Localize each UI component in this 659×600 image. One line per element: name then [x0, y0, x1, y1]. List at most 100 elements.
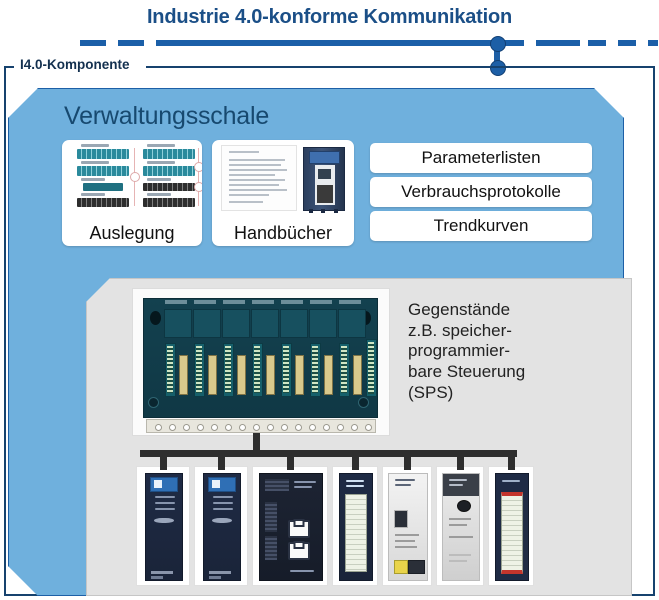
rack-connector	[165, 343, 176, 397]
rack-connector-secondary	[324, 355, 333, 395]
bus-node-top-icon	[490, 36, 506, 52]
module-card[interactable]	[252, 466, 328, 586]
cpu-module-1	[145, 473, 183, 581]
rack-connector-secondary	[179, 355, 188, 395]
objects-caption-line: Gegenstände	[408, 300, 511, 319]
manual-page-icon	[221, 145, 297, 211]
card-auslegung-label: Auslegung	[89, 223, 175, 243]
rail-hole	[337, 424, 344, 431]
rack-slot	[251, 309, 279, 338]
rack-connector-secondary	[266, 355, 275, 395]
rack-slot-tab	[194, 300, 216, 304]
list-item-label: Parameterlisten	[421, 148, 541, 167]
card-handbuecher[interactable]: Handbücher	[212, 140, 354, 246]
rack-connector	[223, 343, 234, 397]
rail-hole	[253, 424, 260, 431]
rack-connector-secondary	[353, 355, 362, 395]
rack-slot-tab	[281, 300, 303, 304]
handbuecher-art	[217, 144, 349, 213]
objects-caption-line: bare Steuerung	[408, 362, 526, 382]
card-auslegung[interactable]: Auslegung	[62, 140, 202, 246]
bus-tree-bar	[140, 450, 517, 457]
cpu-module-2	[203, 473, 241, 581]
bus-tree-drop	[351, 456, 359, 470]
bus-tree-drop	[507, 456, 515, 470]
list-item-label: Verbrauchsprotokolle	[401, 182, 561, 201]
rack-slot-tab	[223, 300, 245, 304]
bus-tree-drop	[403, 456, 411, 470]
rail-hole	[323, 424, 330, 431]
rail-hole	[183, 424, 190, 431]
list-item-verbrauchsprotokolle[interactable]: Verbrauchsprotokolle	[370, 177, 592, 207]
bus-tree-drop	[159, 456, 167, 470]
control-cabinet-icon	[303, 147, 345, 213]
rack-connector	[310, 343, 321, 397]
objects-caption-line: programmier-	[408, 341, 511, 361]
objects-caption-line: z.B. speicher-	[408, 320, 512, 340]
rack-slot-tab	[165, 300, 187, 304]
module-card[interactable]	[488, 466, 534, 586]
rail-hole	[365, 424, 372, 431]
rail-hole	[295, 424, 302, 431]
rack-connector	[194, 343, 205, 397]
analog-module	[442, 473, 480, 581]
rack-slot	[338, 309, 366, 338]
rail-hole	[169, 424, 176, 431]
module-card[interactable]	[436, 466, 484, 586]
communication-module	[259, 473, 323, 581]
communication-bus-dashed-right	[558, 40, 658, 46]
power-supply-module	[388, 473, 428, 581]
auslegung-art	[67, 144, 202, 210]
rack-slot	[193, 309, 221, 338]
rail-hole	[281, 424, 288, 431]
module-card[interactable]	[332, 466, 378, 586]
auslegung-column-left	[75, 144, 133, 210]
list-item-parameterlisten[interactable]: Parameterlisten	[370, 143, 592, 173]
rack-slot-tab	[310, 300, 332, 304]
auslegung-column-right	[141, 144, 199, 210]
bus-tree-drop	[456, 456, 464, 470]
rack-slot-tab	[339, 300, 361, 304]
rail-hole	[267, 424, 274, 431]
bus-tree-stem	[253, 433, 260, 451]
bus-node-bottom-icon	[490, 60, 506, 76]
card-handbuecher-label: Handbücher	[233, 223, 333, 243]
rack-slot	[309, 309, 337, 338]
list-item-trendkurven[interactable]: Trendkurven	[370, 211, 592, 241]
rack-slot	[164, 309, 192, 338]
bus-connector-stem	[494, 43, 500, 67]
module-card[interactable]	[382, 466, 432, 586]
rail-hole	[239, 424, 246, 431]
rack-connector	[339, 343, 350, 397]
shell-title: Verwaltungsschale	[64, 102, 270, 130]
module-card[interactable]	[194, 466, 248, 586]
rack-connector	[252, 343, 263, 397]
io-terminal-module	[339, 473, 373, 581]
rail-hole	[211, 424, 218, 431]
plc-backplane-rack	[143, 298, 378, 418]
rack-connector-secondary	[237, 355, 246, 395]
rack-rail	[146, 419, 376, 433]
page-title: Industrie 4.0-konforme Kommunikation	[146, 6, 513, 28]
rack-connector-secondary	[208, 355, 217, 395]
rail-hole	[225, 424, 232, 431]
objects-caption-line: (SPS)	[408, 382, 454, 402]
frame-top-left-segment	[4, 66, 14, 68]
module-card[interactable]	[136, 466, 190, 586]
rack-slot	[222, 309, 250, 338]
rack-connector-end	[366, 339, 377, 397]
rack-connector-secondary	[295, 355, 304, 395]
bus-tree-drop	[217, 456, 225, 470]
communication-bus-solid	[172, 40, 497, 46]
rail-hole	[309, 424, 316, 431]
rack-slot-tab	[252, 300, 274, 304]
rail-hole	[351, 424, 358, 431]
list-item-label: Trendkurven	[433, 216, 529, 235]
terminal-block-module	[495, 473, 529, 581]
rack-slot	[280, 309, 308, 338]
i40-component-label: I4.0-Komponente	[16, 57, 134, 72]
rack-connector	[281, 343, 292, 397]
rail-hole	[155, 424, 162, 431]
frame-top-right-segment	[146, 66, 655, 68]
